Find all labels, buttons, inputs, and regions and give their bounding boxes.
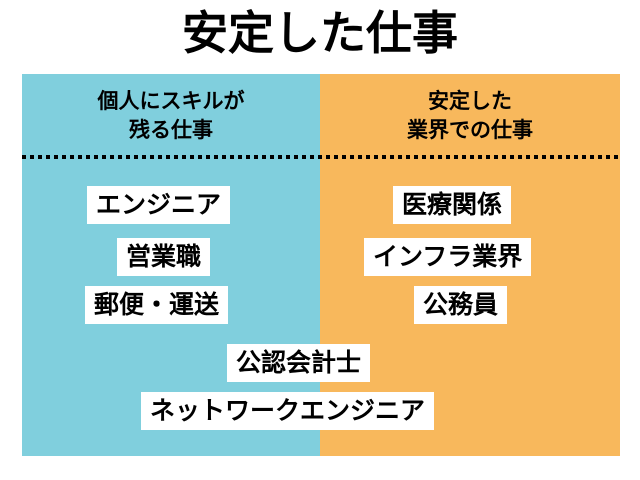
list-item-right-2: インフラ業界	[364, 238, 532, 276]
column-header-left-line2: 残る仕事	[129, 117, 213, 142]
list-item-spanning-1: 公認会計士	[227, 344, 371, 382]
column-header-left: 個人にスキルが 残る仕事	[22, 74, 320, 157]
column-header-left-line1: 個人にスキルが	[97, 88, 245, 113]
column-header-right: 安定した 業界での仕事	[320, 74, 620, 157]
column-header-right-line2: 業界での仕事	[407, 117, 533, 142]
list-item-right-3: 公務員	[414, 286, 508, 324]
list-item-left-3: 郵便・運送	[85, 286, 229, 324]
list-item-left-2: 営業職	[117, 238, 211, 276]
list-item-spanning-2: ネットワークエンジニア	[141, 392, 435, 430]
list-item-left-1: エンジニア	[87, 186, 231, 224]
column-header-right-line1: 安定した	[428, 88, 512, 113]
page-title: 安定した仕事	[182, 6, 458, 60]
column-headers: 個人にスキルが 残る仕事 安定した 業界での仕事	[22, 74, 620, 157]
header-divider-dotted-line	[22, 155, 620, 159]
list-item-right-1: 医療関係	[393, 186, 512, 224]
